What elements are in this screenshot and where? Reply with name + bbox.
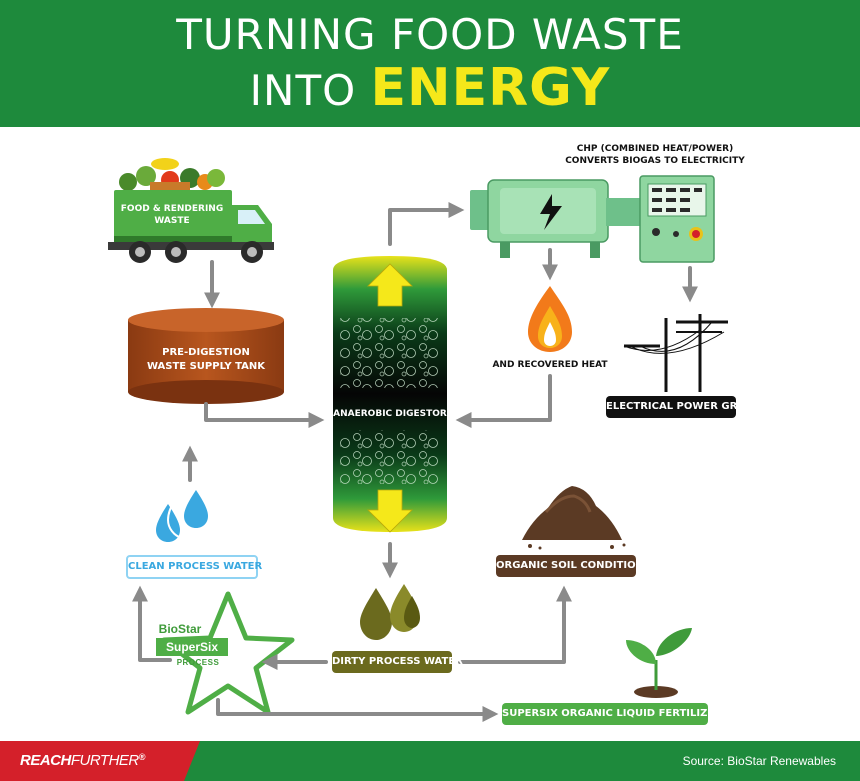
star-text-process: PROCESS <box>176 658 220 667</box>
soil-pile-icon <box>522 486 626 550</box>
brand-badge <box>0 741 200 781</box>
title-prefix: INTO <box>249 66 371 115</box>
truck-label-line-1: FOOD & RENDERING <box>120 204 224 214</box>
arrow-heat-to-digestor <box>455 374 552 428</box>
source-credit: Source: BioStar Renewables <box>682 754 836 768</box>
arrow-star-to-clean <box>132 585 172 662</box>
flow-arrows <box>132 202 698 722</box>
power-pole-icon <box>623 314 728 392</box>
arrow-dirty-to-soil <box>458 585 572 664</box>
star-text-brand: BioStar <box>158 622 202 636</box>
arrow-digestor-to-chp <box>388 202 465 246</box>
sprout-icon <box>626 628 692 698</box>
title-line-2: INTO ENERGY <box>0 58 860 118</box>
dirty-water-drops-icon <box>360 584 420 640</box>
arrow-star-to-fertilizer <box>216 698 499 722</box>
tank-label: PRE-DIGESTION WASTE SUPPLY TANK <box>128 346 284 374</box>
header-banner: TURNING FOOD WASTE INTO ENERGY <box>0 0 860 127</box>
title-line-1: TURNING FOOD WASTE <box>176 10 684 59</box>
brand-mark: ® <box>138 752 146 762</box>
chp-label: CHP (COMBINED HEAT/POWER) CONVERTS BIOGAS… <box>560 143 750 167</box>
brand-logo-text: REACHFURTHER® <box>20 752 145 769</box>
flame-icon <box>528 286 572 352</box>
clean-water-drops-icon <box>156 490 208 542</box>
star-text-product: SuperSix <box>156 638 228 656</box>
arrow-tank-to-digestor <box>204 402 325 428</box>
dirty-water-label: DIRTY PROCESS WATER <box>332 651 463 673</box>
fertilizer-label: SUPERSIX ORGANIC LIQUID FERTILIZER <box>502 703 722 725</box>
truck-label-line-2: WASTE <box>154 216 190 226</box>
chp-label-line-1: CHP (COMBINED HEAT/POWER) <box>576 144 734 154</box>
soil-conditioner-label: ORGANIC SOIL CONDITIONER <box>496 555 659 577</box>
supply-tank-icon <box>128 308 284 404</box>
process-diagram <box>108 158 728 722</box>
chp-label-line-2: CONVERTS BIOGAS TO ELECTRICITY <box>565 156 745 166</box>
chp-generator-icon <box>470 175 715 263</box>
clean-water-label: CLEAN PROCESS WATER <box>126 555 262 579</box>
title-highlight: ENERGY <box>370 58 611 118</box>
digestor-label: ANAEROBIC DIGESTOR <box>333 409 447 419</box>
tank-label-line-2: WASTE SUPPLY TANK <box>146 361 266 372</box>
truck-label: FOOD & RENDERING WASTE <box>116 203 228 227</box>
waste-truck-icon <box>108 158 274 263</box>
brand-further: FURTHER <box>70 752 139 769</box>
power-grid-label: ELECTRICAL POWER GRID <box>606 396 749 418</box>
anaerobic-digestor-icon <box>333 256 447 533</box>
heat-label: AND RECOVERED HEAT <box>492 360 608 370</box>
brand-reach: REACH <box>20 752 71 769</box>
tank-label-line-1: PRE-DIGESTION <box>162 347 250 358</box>
